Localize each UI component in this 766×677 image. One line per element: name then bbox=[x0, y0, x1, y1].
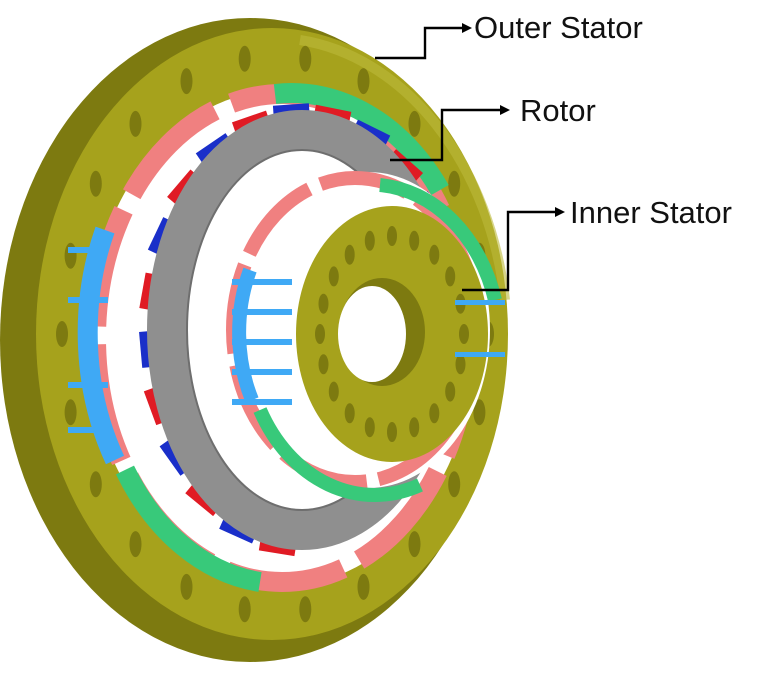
outer-stator-slot bbox=[129, 110, 142, 137]
outer-winding-spoke bbox=[68, 382, 108, 388]
inner-stator-slot bbox=[429, 244, 440, 265]
label-inner-stator: Inner Stator bbox=[570, 195, 732, 230]
outer-winding-spoke bbox=[68, 247, 108, 253]
inner-winding-spoke bbox=[455, 352, 485, 357]
inner-stator-slot bbox=[318, 354, 329, 375]
inner-stator-slots bbox=[315, 226, 469, 442]
outer-stator-slot bbox=[448, 170, 461, 197]
outer-stator-slot bbox=[299, 596, 312, 623]
outer-stator-slot bbox=[357, 68, 370, 95]
inner-stator-slot bbox=[387, 226, 397, 246]
inner-stator-slot bbox=[387, 422, 397, 442]
outer-stator-slot bbox=[129, 531, 142, 558]
outer-stator-slot bbox=[56, 321, 68, 347]
inner-stator-slot bbox=[429, 403, 440, 424]
outer-winding-arc-green-bottom bbox=[115, 465, 262, 592]
inner-winding-spoke bbox=[475, 352, 505, 357]
inner-stator-slot bbox=[445, 381, 456, 402]
outer-stator-slot bbox=[89, 471, 102, 498]
outer-stator-slot bbox=[180, 68, 193, 95]
inner-stator-slot bbox=[455, 354, 466, 375]
inner-stator-slot bbox=[409, 417, 420, 438]
inner-winding-spokes bbox=[232, 279, 505, 405]
inner-stator-slot bbox=[364, 417, 375, 438]
inner-stator-bore bbox=[338, 286, 406, 382]
outer-winding-spoke bbox=[68, 297, 108, 303]
inner-winding-spoke bbox=[455, 300, 485, 305]
inner-stator-slot bbox=[364, 230, 375, 251]
leader-inner-stator bbox=[462, 210, 555, 292]
inner-winding-spoke bbox=[232, 279, 292, 285]
outer-stator-slot bbox=[180, 573, 193, 600]
inner-stator-slot bbox=[328, 381, 339, 402]
outer-stator-slot bbox=[64, 242, 77, 269]
inner-stator-slot bbox=[315, 324, 325, 344]
inner-winding-spoke bbox=[232, 309, 292, 315]
outer-stator-slot bbox=[408, 110, 421, 137]
inner-stator-slot bbox=[328, 266, 339, 287]
outer-winding-spoke bbox=[68, 427, 108, 433]
outer-winding-arc-green-top bbox=[273, 83, 449, 196]
inner-stator bbox=[226, 171, 505, 502]
outer-stator-slot bbox=[357, 573, 370, 600]
inner-winding-spoke bbox=[232, 399, 292, 405]
arrowhead-rotor bbox=[500, 105, 510, 115]
outer-winding-spokes bbox=[68, 247, 108, 433]
label-rotor: Rotor bbox=[520, 93, 596, 128]
outer-stator-slot bbox=[89, 170, 102, 197]
arrowhead-inner-stator bbox=[555, 207, 565, 217]
outer-stator-slot bbox=[238, 45, 251, 72]
outer-stator-slot bbox=[448, 471, 461, 498]
leader-outer-stator bbox=[375, 26, 462, 60]
inner-stator-slot bbox=[445, 266, 456, 287]
outer-stator-slot bbox=[473, 399, 486, 426]
leader-lines bbox=[375, 23, 565, 292]
outer-stator-slot bbox=[299, 45, 312, 72]
inner-winding-spoke bbox=[232, 369, 292, 375]
inner-stator-slot bbox=[344, 403, 355, 424]
inner-stator-slot bbox=[459, 324, 469, 344]
inner-winding-spoke bbox=[232, 339, 292, 345]
outer-stator-slot bbox=[238, 596, 251, 623]
inner-stator-winding-green-bottom bbox=[253, 407, 423, 502]
label-outer-stator: Outer Stator bbox=[474, 10, 643, 45]
arrowhead-outer-stator bbox=[462, 23, 472, 33]
inner-stator-slot bbox=[344, 244, 355, 265]
inner-winding-spoke bbox=[475, 300, 505, 305]
outer-stator-slot bbox=[64, 399, 77, 426]
outer-stator-face-highlight bbox=[299, 35, 510, 301]
outer-stator-slots bbox=[56, 45, 494, 623]
inner-stator-slot bbox=[318, 293, 329, 314]
inner-stator-slot bbox=[409, 230, 420, 251]
leader-rotor bbox=[390, 108, 500, 162]
outer-stator-slot bbox=[408, 531, 421, 558]
inner-stator-winding-green bbox=[379, 178, 502, 302]
